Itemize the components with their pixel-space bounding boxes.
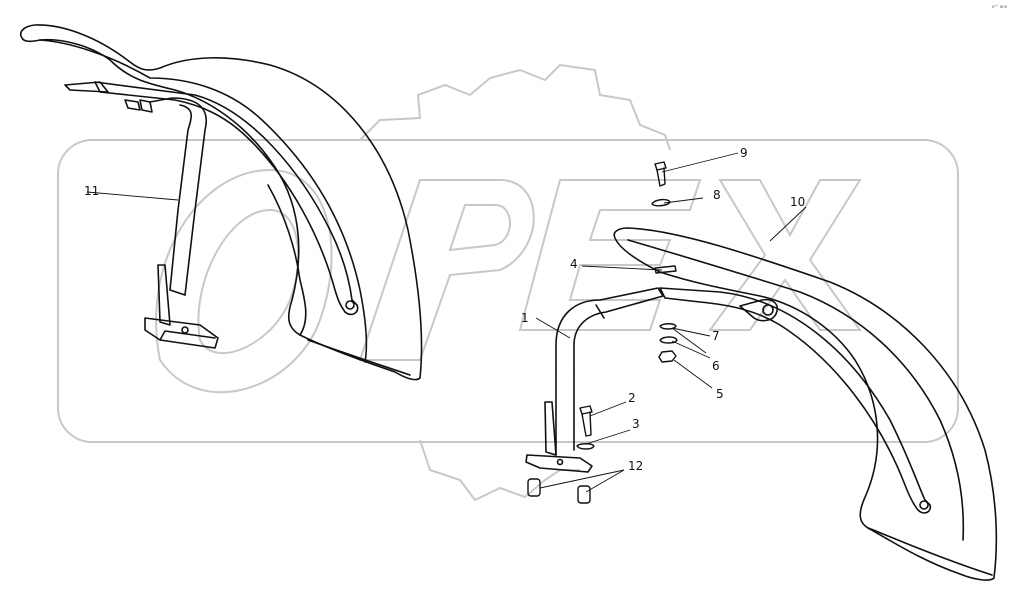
label-6: 6 (712, 359, 720, 373)
label-8: 8 (713, 188, 721, 202)
label-3: 3 (632, 417, 640, 431)
left-fender-assembly (19, 24, 423, 381)
label-10: 10 (790, 195, 805, 209)
watermark-logo (57, 63, 959, 502)
corner-mark: e™ ann (992, 4, 1008, 9)
label-1: 1 (521, 311, 529, 325)
callout-labels: 11 1 2 3 4 7 6 5 9 8 10 12 (84, 146, 805, 473)
label-9: 9 (740, 146, 748, 160)
label-11: 11 (84, 184, 99, 198)
label-4: 4 (570, 257, 578, 271)
bracket-tube (525, 287, 664, 473)
label-12: 12 (628, 459, 643, 473)
label-2: 2 (628, 391, 636, 405)
label-5: 5 (716, 387, 724, 401)
fasteners (527, 161, 678, 504)
leader-lines (86, 152, 807, 493)
label-7: 7 (712, 329, 720, 343)
right-fender (613, 227, 998, 581)
